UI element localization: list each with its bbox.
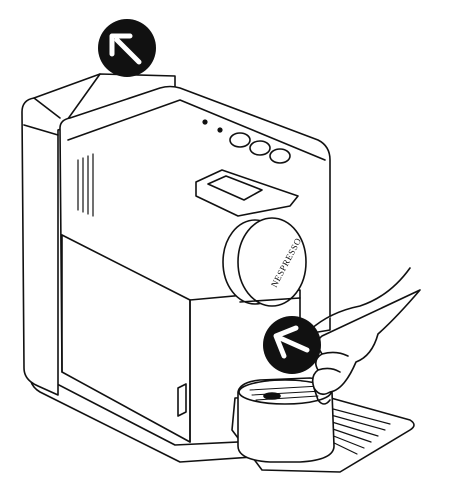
control-button[interactable] [229,132,251,148]
machine-body [59,85,331,443]
side-vents [77,153,94,217]
capsule-lever[interactable] [195,169,299,217]
indicator-dot [217,127,223,133]
control-button[interactable] [269,148,291,164]
jug-lid-ribs [249,385,323,401]
arrow-up-left-icon [98,19,156,77]
indicator-dot [202,119,208,125]
control-button[interactable] [249,140,271,156]
arrow-left-icon [263,316,321,374]
